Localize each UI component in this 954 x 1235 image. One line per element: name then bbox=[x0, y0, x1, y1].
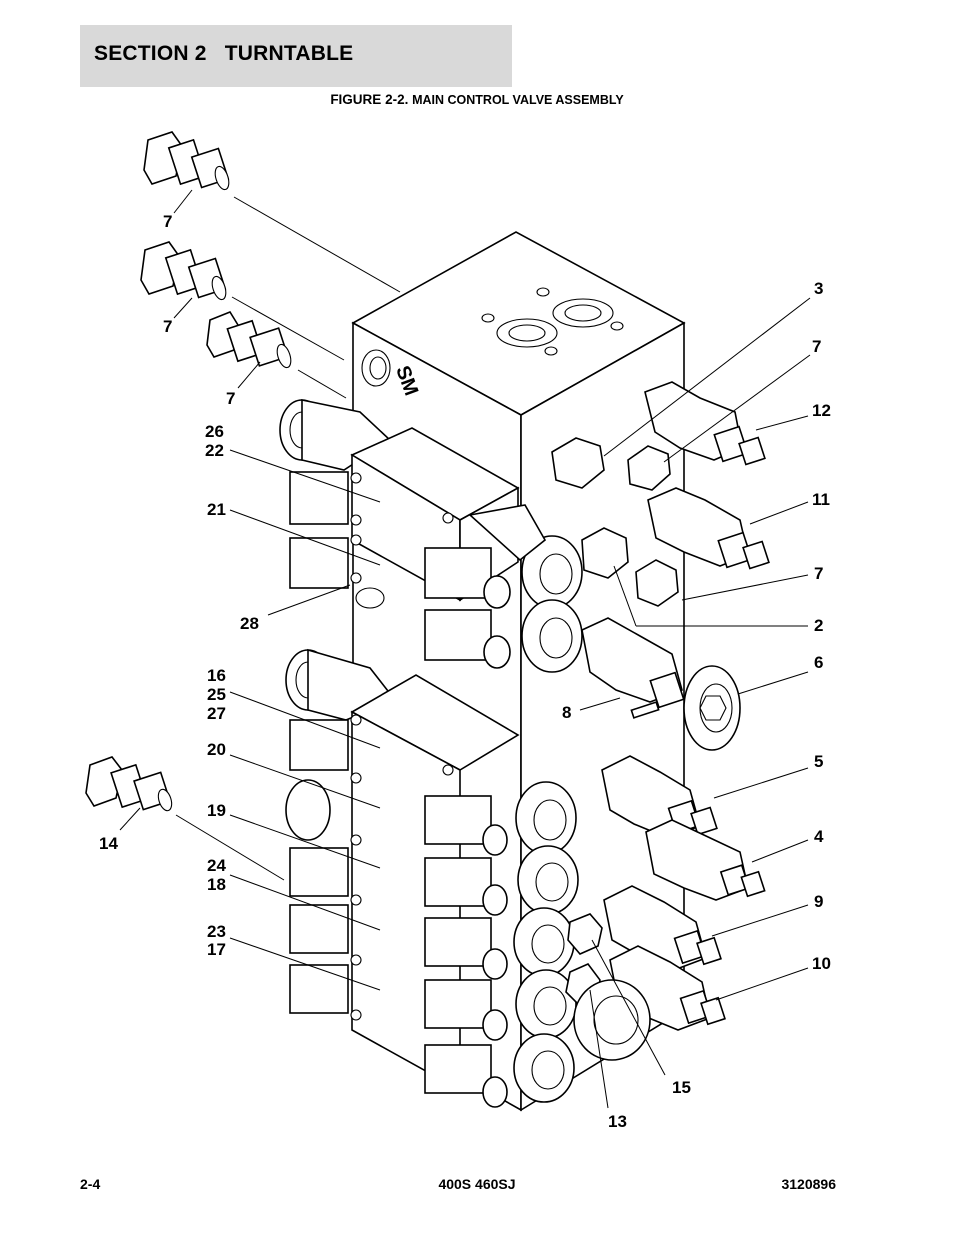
callout-15: 15 bbox=[672, 1078, 691, 1097]
callout-20: 20 bbox=[207, 740, 226, 759]
callout-9: 9 bbox=[814, 892, 823, 911]
footer-model: 400S 460SJ bbox=[438, 1176, 516, 1192]
callout-8: 8 bbox=[562, 703, 571, 722]
figure-label: FIGURE 2-2. bbox=[330, 92, 409, 107]
cartridge-7-middle bbox=[140, 241, 227, 301]
leader-lines bbox=[119, 189, 811, 1109]
callout-26: 26 bbox=[205, 422, 224, 441]
callout-27: 27 bbox=[207, 704, 226, 723]
callout-12: 12 bbox=[812, 401, 831, 420]
callout-labels: 7 7 7 26 22 21 28 16 25 27 20 19 14 24 1… bbox=[99, 212, 831, 1131]
callout-7d: 7 bbox=[812, 337, 821, 356]
callout-23: 23 bbox=[207, 922, 226, 941]
callout-24: 24 bbox=[207, 856, 226, 875]
callout-19: 19 bbox=[207, 801, 226, 820]
callout-10: 10 bbox=[812, 954, 831, 973]
callout-18: 18 bbox=[207, 875, 226, 894]
callout-7c: 7 bbox=[226, 389, 235, 408]
callout-22: 22 bbox=[205, 441, 224, 460]
cartridge-7-top bbox=[143, 131, 230, 191]
lower-solenoid-stack bbox=[285, 648, 579, 1108]
callout-4: 4 bbox=[814, 827, 824, 846]
callout-6: 6 bbox=[814, 653, 823, 672]
callout-17: 17 bbox=[207, 940, 226, 959]
cartridge-14 bbox=[85, 756, 173, 812]
cartridge-7-lower bbox=[206, 311, 292, 369]
callout-2: 2 bbox=[814, 616, 823, 635]
callout-13: 13 bbox=[608, 1112, 627, 1131]
right-cartridges bbox=[551, 381, 770, 1061]
callout-3: 3 bbox=[814, 279, 823, 298]
section-title: SECTION 2 TURNTABLE bbox=[94, 42, 354, 65]
callout-5: 5 bbox=[814, 752, 823, 771]
callout-16: 16 bbox=[207, 666, 226, 685]
figure-caption: FIGURE 2-2. MAIN CONTROL VALVE ASSEMBLY bbox=[0, 92, 954, 107]
upper-solenoid-stack bbox=[279, 399, 583, 673]
callout-14: 14 bbox=[99, 834, 118, 853]
footer-page-number: 2-4 bbox=[80, 1176, 101, 1192]
callout-25: 25 bbox=[207, 685, 226, 704]
footer-part-number: 3120896 bbox=[781, 1176, 836, 1192]
callout-21: 21 bbox=[207, 500, 226, 519]
callout-7b: 7 bbox=[163, 317, 172, 336]
section-banner: SECTION 2 TURNTABLE bbox=[80, 25, 512, 87]
callout-28: 28 bbox=[240, 614, 259, 633]
callout-7a: 7 bbox=[163, 212, 172, 231]
callout-7e: 7 bbox=[814, 564, 823, 583]
figure-title: MAIN CONTROL VALVE ASSEMBLY bbox=[412, 93, 624, 107]
callout-11: 11 bbox=[812, 490, 830, 509]
